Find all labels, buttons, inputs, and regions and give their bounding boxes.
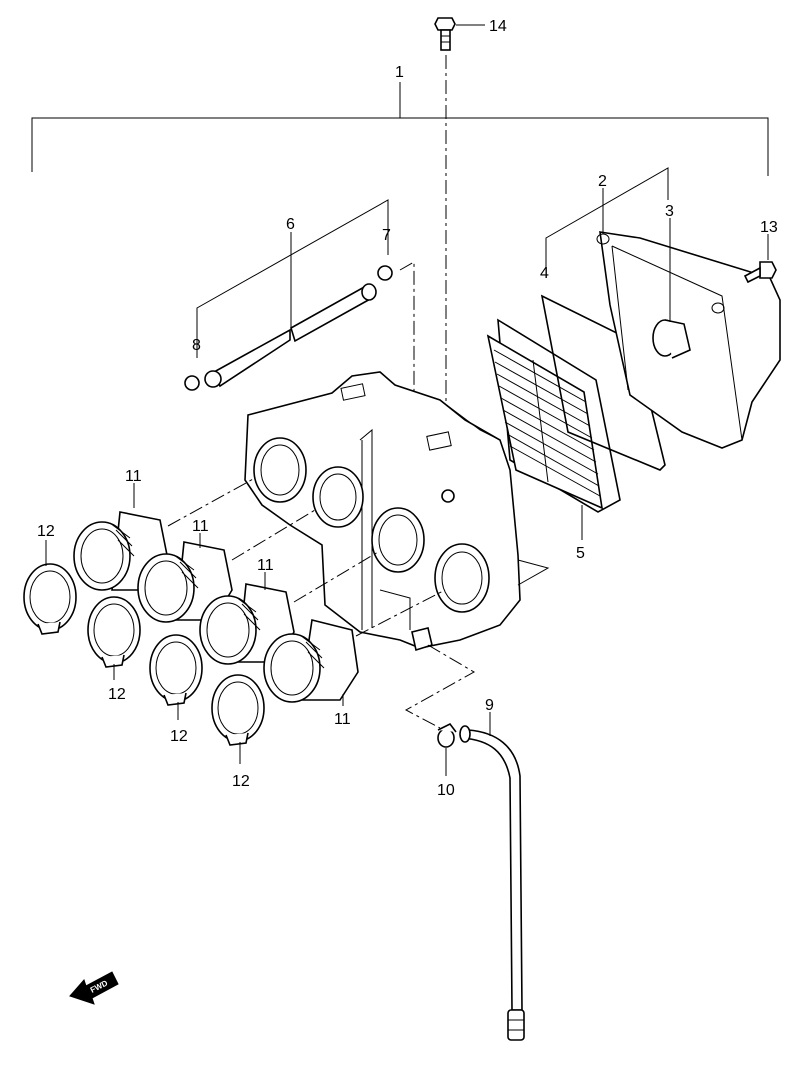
callout-4: 4 xyxy=(540,265,549,282)
callout-9: 9 xyxy=(485,697,494,714)
intake-joint-11-c xyxy=(199,551,379,665)
callout-12b: 12 xyxy=(108,686,126,703)
clamp-10 xyxy=(437,722,457,776)
callout-13: 13 xyxy=(760,219,778,236)
callout-12d: 12 xyxy=(232,773,250,790)
callout-12c: 12 xyxy=(170,728,188,745)
callout-3: 3 xyxy=(665,203,674,220)
callout-6: 6 xyxy=(286,216,295,233)
callout-11b: 11 xyxy=(192,518,209,535)
clamp-12-c xyxy=(149,634,203,720)
bolt-14 xyxy=(434,17,485,440)
intake-joint-11-d xyxy=(263,589,446,706)
assembly-1-bracket xyxy=(31,82,769,176)
callout-11c: 11 xyxy=(257,557,274,574)
fwd-arrow-icon: FWD xyxy=(69,971,119,1005)
clamp-12-d xyxy=(211,674,265,764)
callout-1: 1 xyxy=(395,64,404,81)
clamp-12-b xyxy=(87,596,141,680)
callout-8: 8 xyxy=(192,337,201,354)
callout-14: 14 xyxy=(489,18,507,35)
callout-2: 2 xyxy=(598,173,607,190)
intake-joint-11-a xyxy=(73,477,256,591)
screw-13 xyxy=(743,234,777,284)
clamp-8 xyxy=(184,375,200,391)
callout-12a: 12 xyxy=(37,523,55,540)
air-cleaner-cover-2 xyxy=(596,188,781,449)
callout-10: 10 xyxy=(437,782,455,799)
callout-5: 5 xyxy=(576,545,585,562)
callout-11d: 11 xyxy=(334,711,351,728)
callout-11a: 11 xyxy=(125,468,142,485)
hose-6 xyxy=(196,199,389,388)
filter-element-5 xyxy=(486,318,621,540)
callout-7: 7 xyxy=(382,227,391,244)
clamp-12-a xyxy=(23,540,77,635)
air-box-housing xyxy=(244,371,550,652)
drain-hose-9 xyxy=(459,712,525,1041)
clamp-7 xyxy=(377,265,393,281)
cap-3 xyxy=(652,218,691,359)
